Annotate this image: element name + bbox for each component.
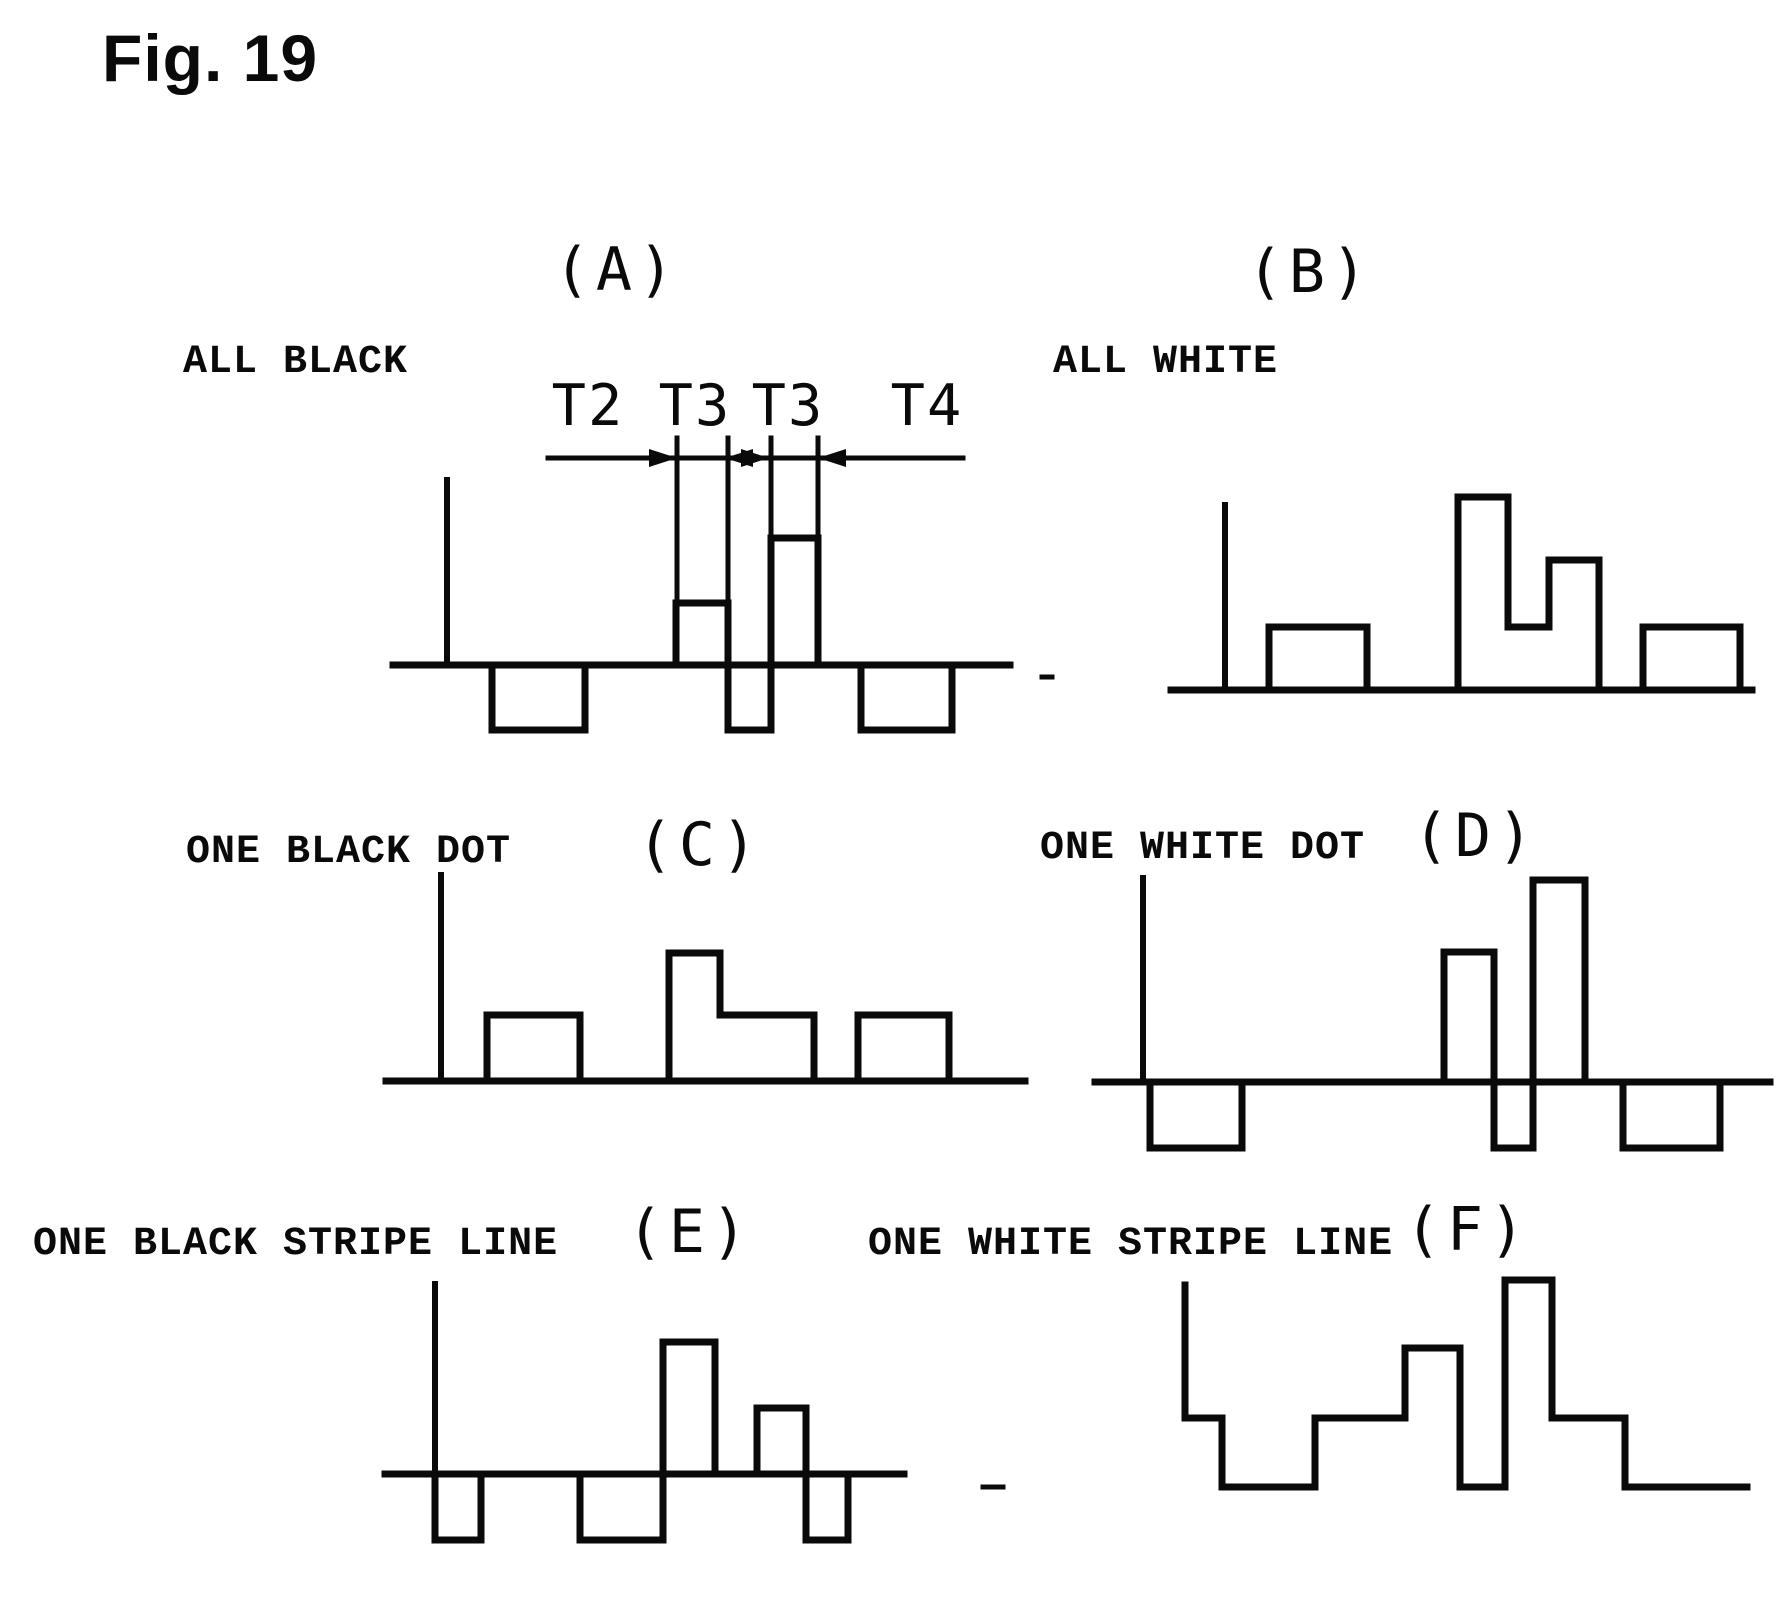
panel-d-title: (D) <box>1413 801 1539 871</box>
panel-d-label: ONE WHITE DOT <box>1040 826 1365 871</box>
figure-title: Fig. 19 <box>102 21 319 95</box>
panel-f-label: ONE WHITE STRIPE LINE <box>868 1222 1393 1267</box>
panel-e-label: ONE BLACK STRIPE LINE <box>33 1222 558 1267</box>
panel-c-title: (C) <box>637 810 763 880</box>
panel-f-title: (F) <box>1405 1195 1531 1265</box>
panel-c-waveform <box>382 949 1029 1085</box>
panel-b-label: ALL WHITE <box>1053 340 1278 385</box>
timing-arrowhead-right-0 <box>649 449 677 467</box>
timing-arrowhead-left-3 <box>818 449 846 467</box>
timing-label-t3-2: T3 <box>752 373 825 439</box>
panel-a-label: ALL BLACK <box>183 340 408 385</box>
panel-f-waveform <box>1181 1276 1751 1491</box>
timing-label-t2-0: T2 <box>552 373 625 439</box>
timing-label-t4-3: T4 <box>891 373 964 439</box>
timing-arrowhead-right-2 <box>741 449 769 467</box>
panel-a-title: (A) <box>554 235 680 305</box>
panel-e-title: (E) <box>627 1197 753 1267</box>
panel-e-waveform <box>381 1338 908 1544</box>
panel-b-waveform <box>1167 493 1756 694</box>
panel-c-label: ONE BLACK DOT <box>186 830 511 875</box>
timing-label-t3-1: T3 <box>659 373 732 439</box>
panel-b-title: (B) <box>1247 237 1373 307</box>
panel-a-waveform <box>389 534 1014 734</box>
panel-d-waveform <box>1091 876 1774 1152</box>
